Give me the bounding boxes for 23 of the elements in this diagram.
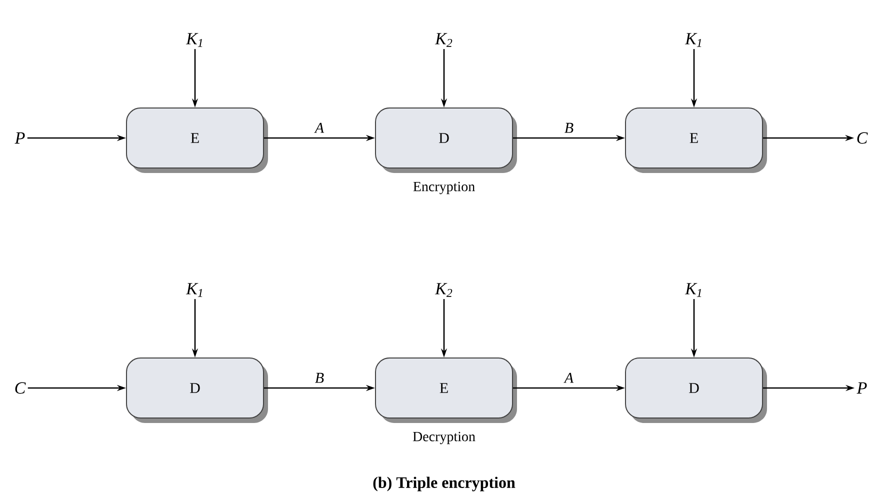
edge-label: A: [564, 372, 574, 383]
key-label: K$_{1}$: [684, 283, 702, 297]
key-label: K$_{1}$: [186, 283, 202, 297]
process-box: E: [126, 108, 268, 173]
edge-label: A: [314, 122, 324, 133]
caption: (b) Triple encryption: [373, 476, 516, 492]
key-label: K$_{2}$: [434, 283, 452, 297]
process-box: D: [126, 358, 268, 423]
edge-label: B: [564, 122, 574, 133]
process-box: D: [375, 108, 517, 173]
process-box: E: [375, 358, 517, 423]
edge-label: B: [315, 372, 324, 383]
key-label: K$_{1}$: [684, 33, 702, 47]
signal-label: C: [15, 382, 26, 394]
signal-label: C: [857, 132, 868, 144]
box-caption: Decryption: [412, 432, 476, 444]
key-label: K$_{1}$: [186, 33, 202, 47]
signal-label: P: [856, 382, 867, 394]
key-label: K$_{2}$: [434, 33, 452, 47]
box-caption: Encryption: [413, 182, 475, 194]
process-box: D: [625, 358, 767, 423]
process-box: E: [625, 108, 767, 173]
signal-label: P: [14, 132, 25, 144]
